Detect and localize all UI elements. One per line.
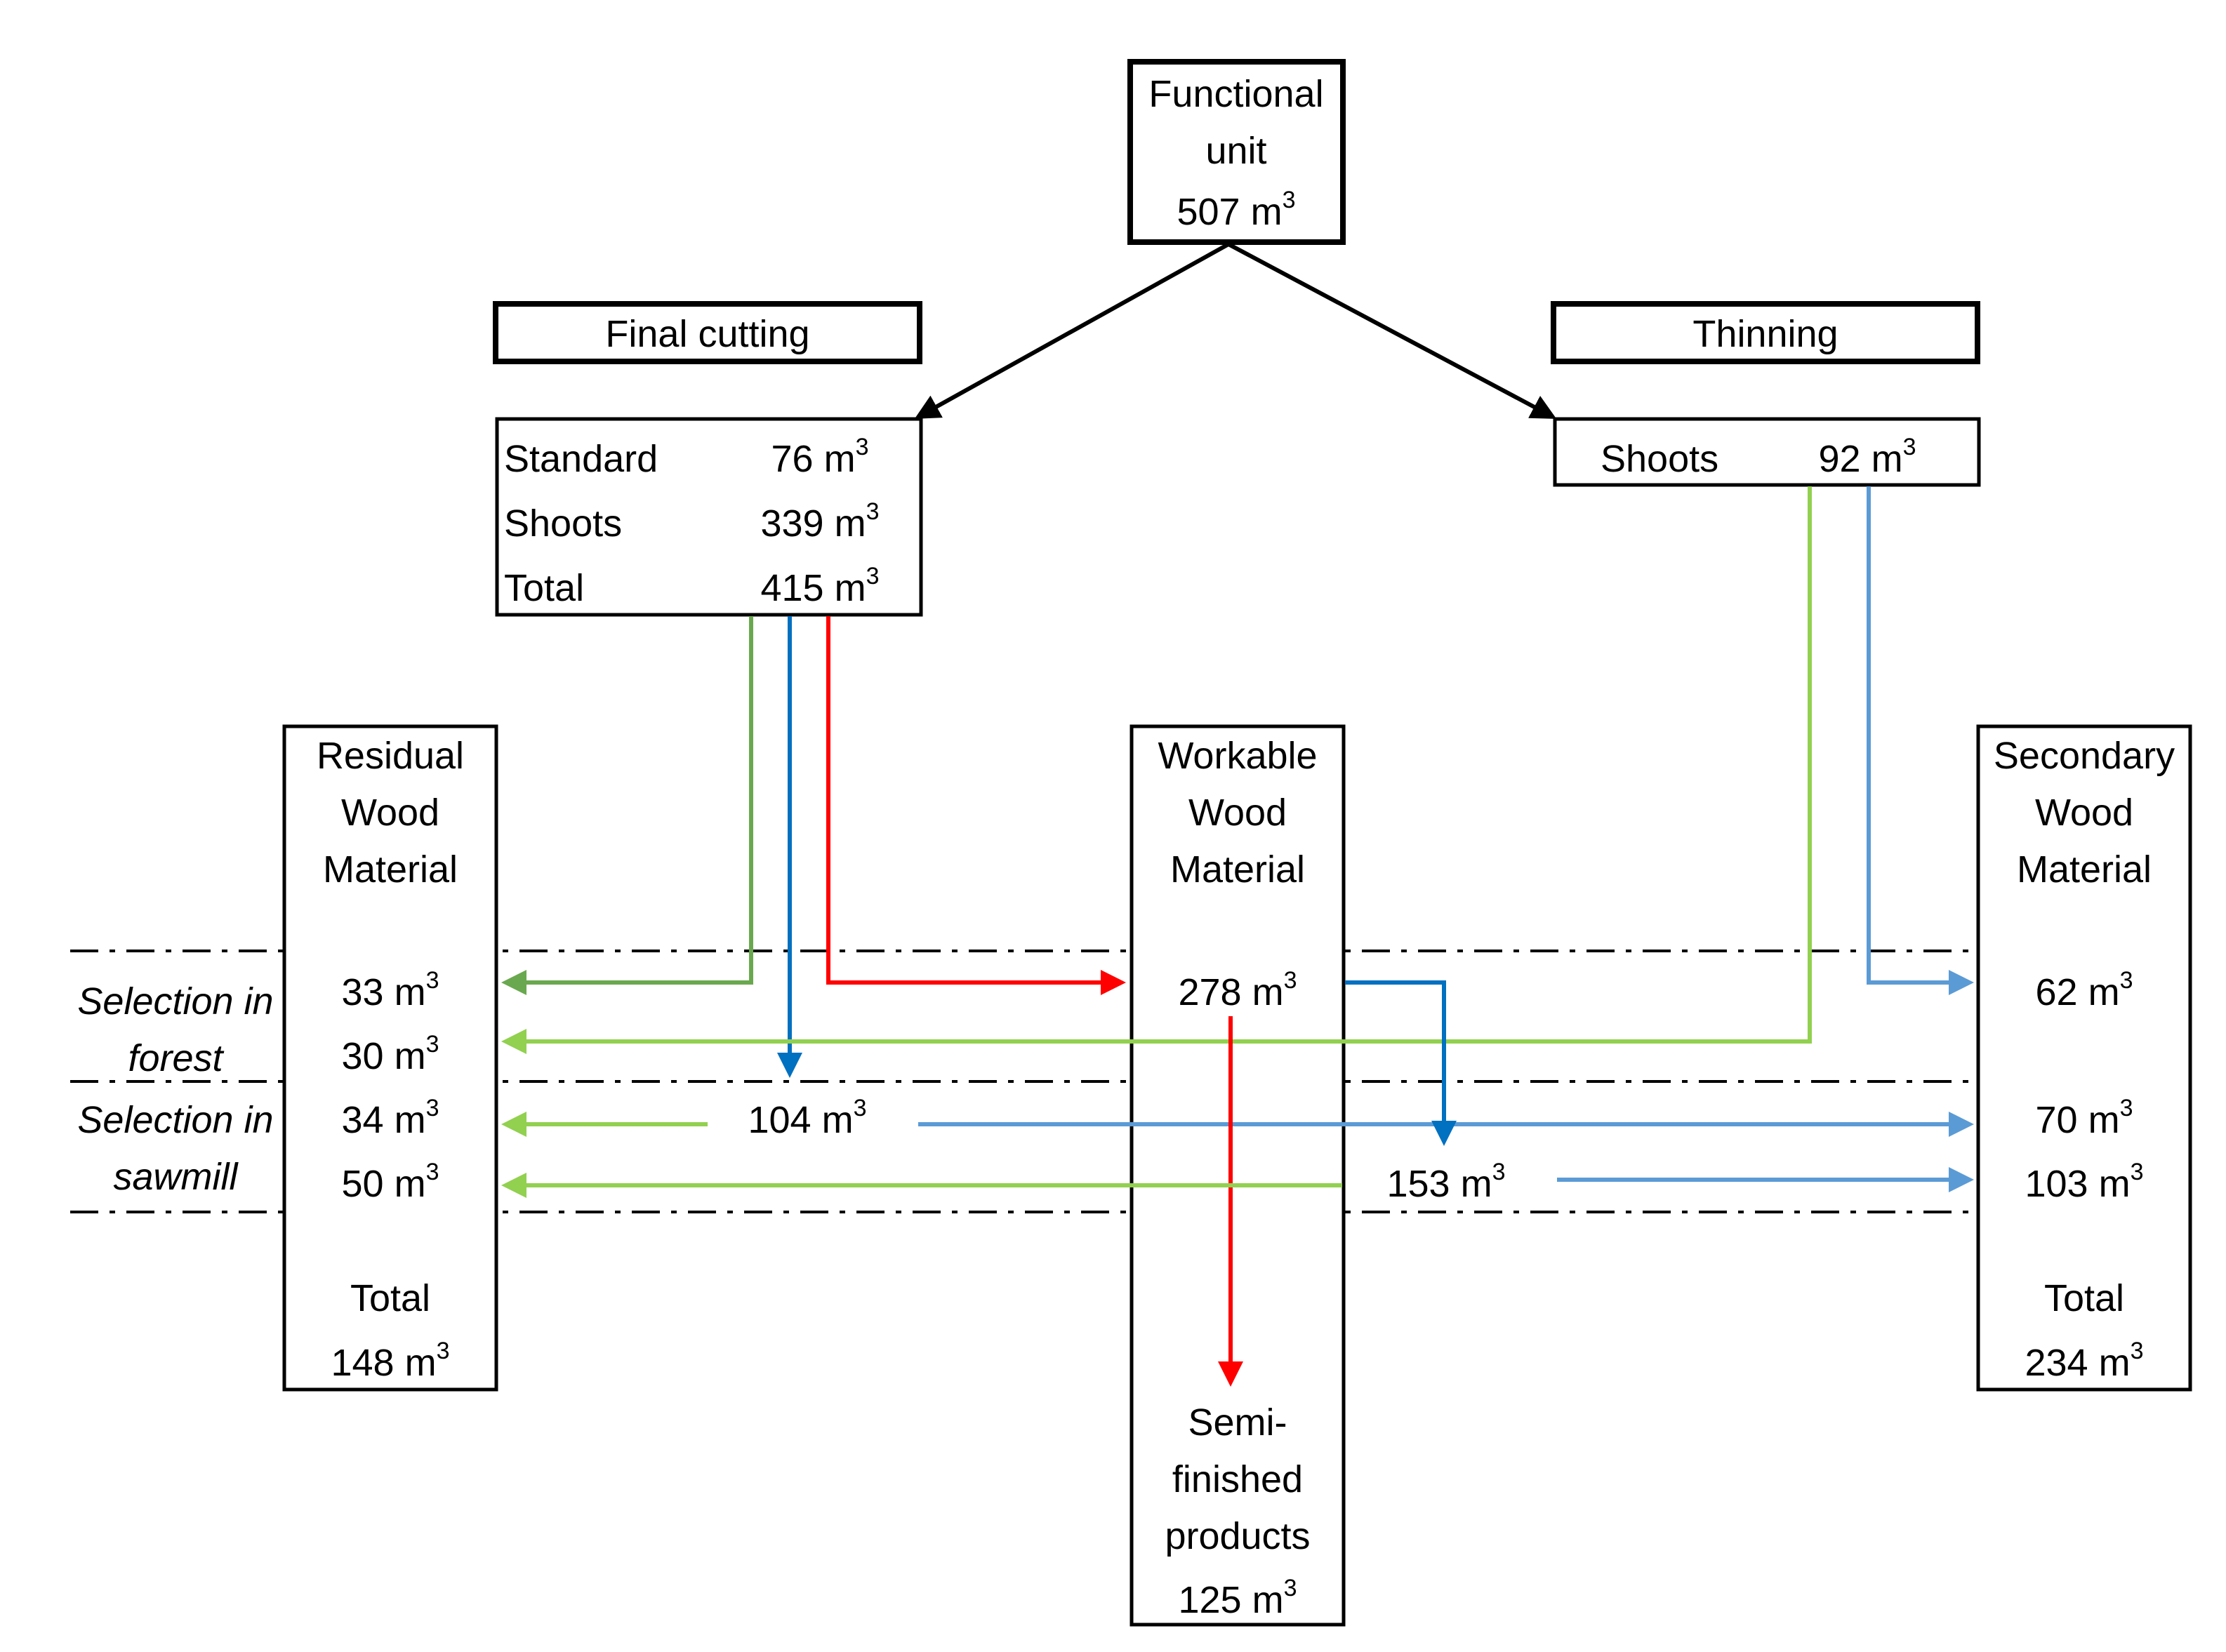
semi-finished-line: Semi- xyxy=(1188,1401,1287,1444)
final-cutting-header xyxy=(493,301,922,364)
flow-thinning-to-residual xyxy=(501,486,1812,1054)
final-cutting-title: Final cutting xyxy=(605,313,809,355)
residual-total-value: 148 m3 xyxy=(331,1338,449,1384)
flow-label-153: 153 m3 xyxy=(1386,1159,1505,1205)
secondary-value: 70 m3 xyxy=(2036,1095,2133,1141)
flow-workable-to-sawmill xyxy=(1345,980,1457,1146)
final-cutting-row-value: 76 m3 xyxy=(771,434,869,480)
workable-column-box xyxy=(1129,724,1346,1627)
secondary-title-line: Secondary xyxy=(1994,735,2175,777)
arrow-functional-to-final-cutting xyxy=(914,242,1230,419)
arrow-functional-to-thinning xyxy=(1227,242,1557,419)
secondary-total-value: 234 m3 xyxy=(2025,1338,2143,1384)
residual-value: 33 m3 xyxy=(342,967,439,1013)
thinning-header xyxy=(1551,301,1980,364)
final-cutting-row-value: 415 m3 xyxy=(760,563,879,609)
row-label-forest: Selection in xyxy=(77,980,273,1022)
flow-final-cutting-to-workable xyxy=(826,616,1126,995)
thinning-box xyxy=(1553,417,1981,487)
functional-unit-value: 507 m3 xyxy=(1177,187,1295,233)
row-label-sawmill: Selection in xyxy=(77,1099,273,1141)
residual-title-line: Wood xyxy=(341,792,439,834)
thinning-title: Thinning xyxy=(1692,313,1838,355)
final-cutting-row-label: Standard xyxy=(504,438,658,480)
semi-finished-value: 125 m3 xyxy=(1178,1575,1297,1621)
secondary-value: 103 m3 xyxy=(2025,1159,2143,1205)
flow-label-104: 104 m3 xyxy=(748,1095,866,1141)
residual-value: 30 m3 xyxy=(342,1031,439,1077)
row-label-forest: forest xyxy=(128,1037,224,1079)
residual-title-line: Residual xyxy=(317,735,464,777)
secondary-title-line: Wood xyxy=(2035,792,2133,834)
secondary-title-line: Material xyxy=(2017,848,2152,891)
thinning-row-value: 92 m3 xyxy=(1819,434,1916,480)
final-cutting-row-label: Shoots xyxy=(504,502,622,545)
row-label-sawmill: sawmill xyxy=(113,1156,239,1198)
residual-value: 34 m3 xyxy=(342,1095,439,1141)
residual-total-label: Total xyxy=(350,1277,430,1319)
semi-finished-line: finished xyxy=(1172,1458,1303,1500)
flow-final-cutting-to-residual xyxy=(501,616,753,995)
workable-value: 278 m3 xyxy=(1178,967,1297,1013)
functional-unit-line1: Functional xyxy=(1148,73,1323,115)
residual-title-line: Material xyxy=(323,848,458,891)
final-cutting-row-value: 339 m3 xyxy=(760,498,879,545)
final-cutting-row-label: Total xyxy=(504,567,584,609)
secondary-total-label: Total xyxy=(2044,1277,2124,1319)
functional-unit-line2: unit xyxy=(1205,130,1266,172)
final-cutting-box xyxy=(495,417,923,617)
workable-title-line: Workable xyxy=(1158,735,1317,777)
workable-title-line: Wood xyxy=(1188,792,1287,834)
residual-column-box xyxy=(282,724,498,1392)
secondary-value: 62 m3 xyxy=(2036,967,2133,1013)
secondary-column-box xyxy=(1976,724,2192,1392)
functional-unit-box xyxy=(1127,59,1346,245)
thinning-row-label: Shoots xyxy=(1601,438,1718,480)
workable-title-line: Material xyxy=(1170,848,1305,891)
flow-thinning-to-secondary xyxy=(1867,486,1974,995)
residual-value: 50 m3 xyxy=(342,1159,439,1205)
semi-finished-line: products xyxy=(1165,1515,1310,1557)
